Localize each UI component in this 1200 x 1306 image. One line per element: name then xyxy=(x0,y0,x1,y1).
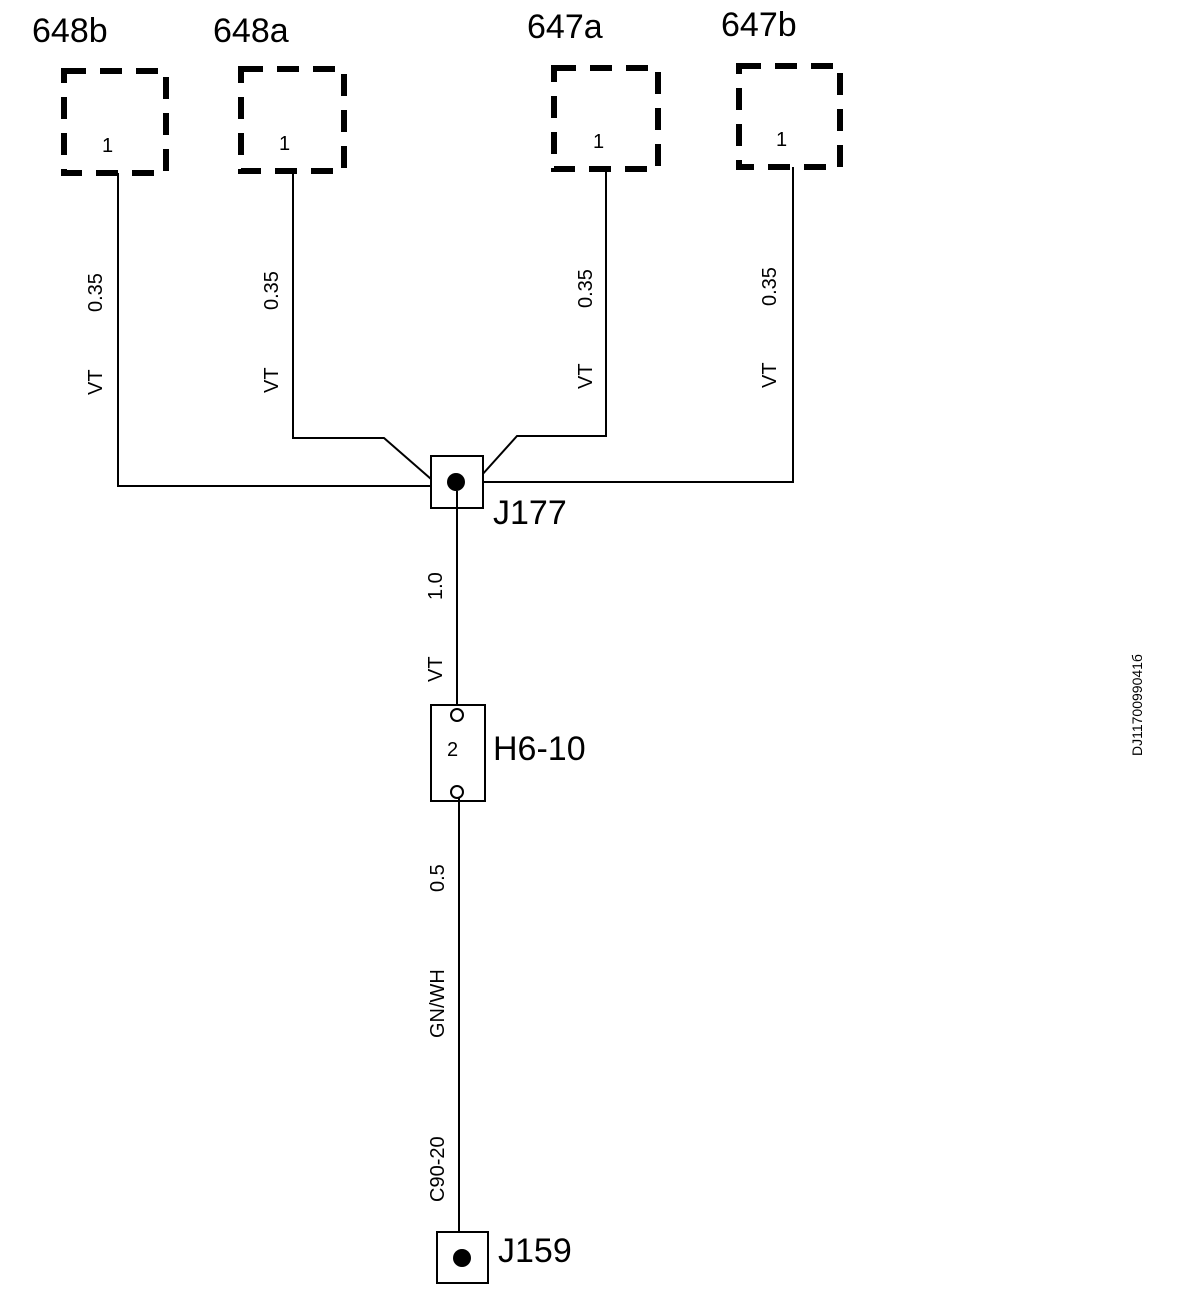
component-648a-box xyxy=(238,66,347,174)
splice-j177-dot xyxy=(447,473,465,491)
wire-648b-color: VT xyxy=(85,369,107,395)
wire-h610-j159-gauge: 0.5 xyxy=(427,864,449,892)
wire-647a-gauge: 0.35 xyxy=(575,269,597,308)
wire-h610-j159-circuit: C90-20 xyxy=(427,1136,449,1202)
wire-647a xyxy=(480,169,607,477)
component-647a-label: 647a xyxy=(527,8,603,46)
wire-647b-gauge: 0.35 xyxy=(759,267,781,306)
splice-j159-label: J159 xyxy=(498,1232,572,1270)
wire-648a-gauge: 0.35 xyxy=(261,271,283,310)
component-648a-label: 648a xyxy=(213,12,289,50)
wire-648b xyxy=(117,173,431,487)
wire-648a xyxy=(292,171,432,480)
component-648b-box xyxy=(61,68,169,176)
connector-h610-box xyxy=(430,704,486,802)
connector-h610-pin: 2 xyxy=(447,739,458,761)
component-647b-pin: 1 xyxy=(776,129,787,151)
component-647b-label: 647b xyxy=(721,6,797,44)
component-647a-box xyxy=(551,65,661,172)
connector-h610-label: H6-10 xyxy=(493,730,586,768)
wire-j177-h610-gauge: 1.0 xyxy=(425,572,447,600)
wire-h610-j159-color: GN/WH xyxy=(427,969,449,1038)
wire-j177-h610-color: VT xyxy=(425,656,447,682)
splice-j159-dot xyxy=(453,1249,471,1267)
component-647b-box xyxy=(736,63,843,170)
component-648b-pin: 1 xyxy=(102,135,113,157)
wire-647a-color: VT xyxy=(575,363,597,389)
connector-h610-pin-bottom xyxy=(450,785,464,799)
splice-j177-label: J177 xyxy=(493,494,567,532)
component-648b-label: 648b xyxy=(32,12,108,50)
wire-648b-gauge: 0.35 xyxy=(85,273,107,312)
wire-647b xyxy=(483,167,794,483)
wire-648a-color: VT xyxy=(261,367,283,393)
connector-h610-pin-top xyxy=(450,708,464,722)
document-code: DJ1170099041б xyxy=(1129,654,1145,756)
wire-647b-color: VT xyxy=(759,362,781,388)
component-647a-pin: 1 xyxy=(593,131,604,153)
component-648a-pin: 1 xyxy=(279,133,290,155)
